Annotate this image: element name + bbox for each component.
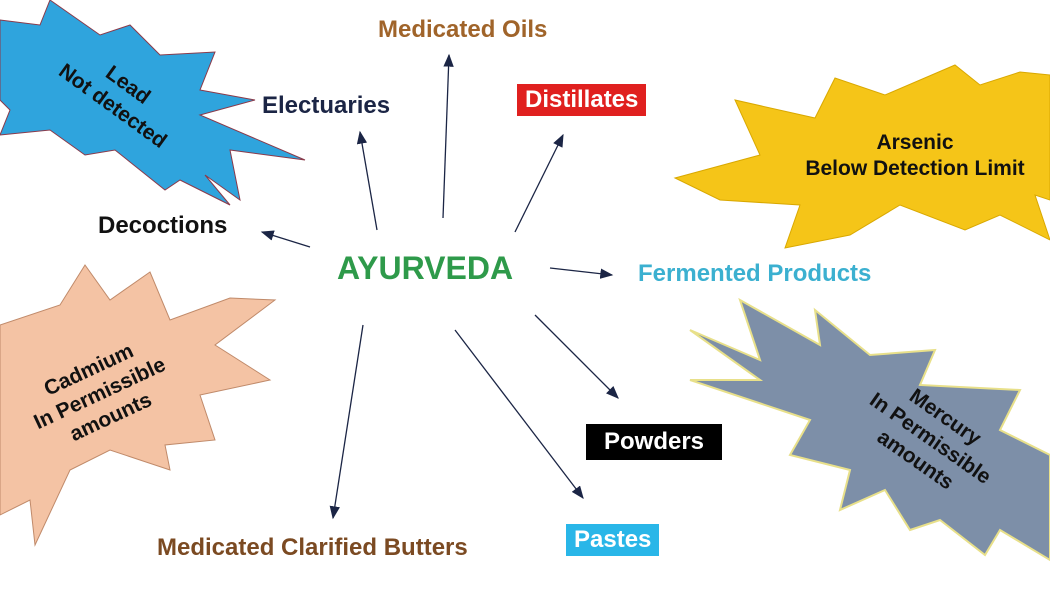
arrow-medicated-oils (442, 53, 454, 219)
electuaries-label: Electuaries (262, 92, 391, 119)
center-label: AYURVEDA (337, 250, 514, 286)
fermented-products-label: Fermented Products (638, 260, 872, 287)
arrow-decoctions (260, 230, 311, 248)
medicated-clarified-butters-label: Medicated Clarified Butters (157, 534, 468, 561)
cadmium-starburst (0, 264, 277, 547)
distillates-label: Distillates (517, 84, 647, 116)
arrow-distillates (514, 133, 564, 233)
lead-starburst (0, 0, 306, 206)
arrow-powders (534, 314, 619, 399)
arrow-pastes (454, 329, 584, 500)
pastes-label: Pastes (566, 524, 660, 556)
arsenic-title: Arsenic (876, 131, 954, 154)
arrow-electuaries (356, 130, 378, 231)
connector-arrows (260, 53, 619, 520)
mercury-starburst (689, 297, 1050, 562)
powders-label: Powders (586, 424, 723, 460)
arsenic-starburst (673, 64, 1050, 249)
arsenic-status: Below Detection Limit (805, 157, 1025, 180)
decoctions-label: Decoctions (98, 212, 228, 239)
arrow-butters (329, 324, 364, 520)
arsenic-text: Arsenic Below Detection Limit (780, 130, 1050, 182)
arrow-fermented (549, 267, 614, 279)
medicated-oils-label: Medicated Oils (378, 16, 548, 43)
